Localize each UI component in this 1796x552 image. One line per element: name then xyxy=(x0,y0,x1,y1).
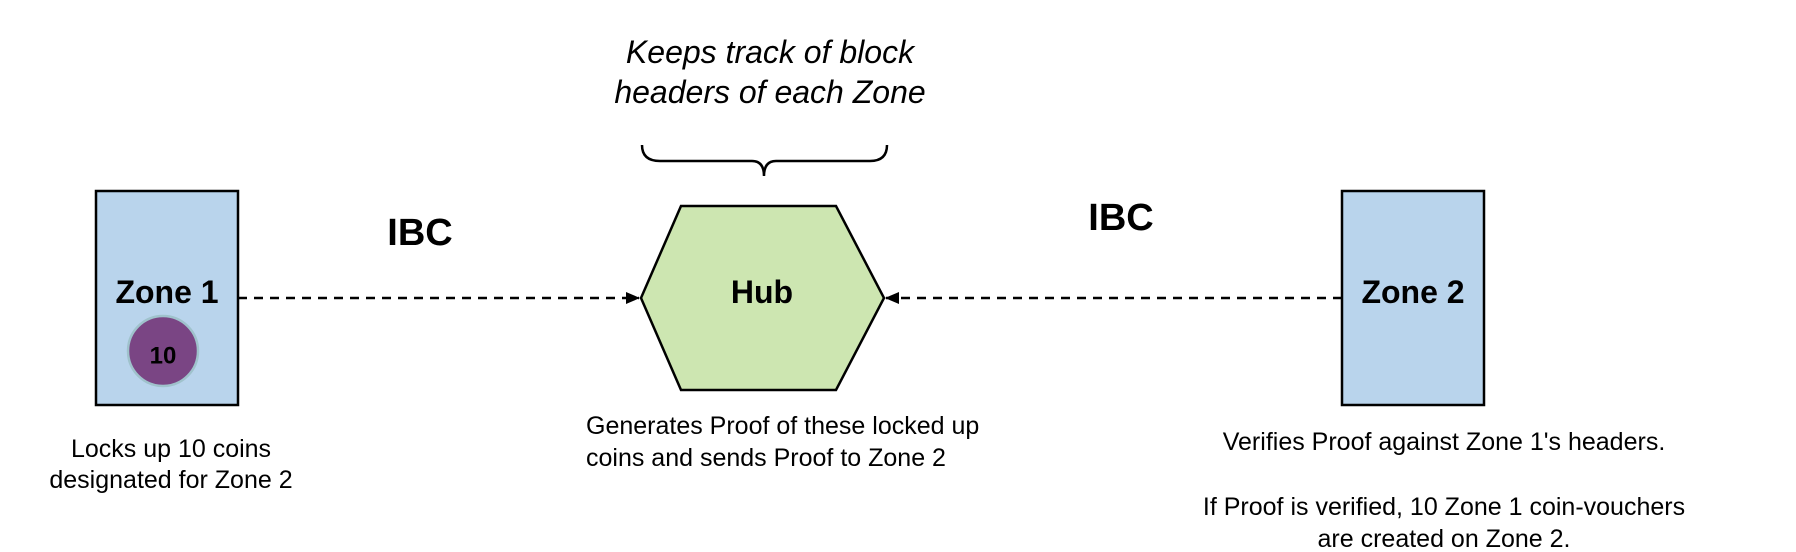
hub-hexagon xyxy=(639,204,886,392)
annotation-line-1: Keeps track of block xyxy=(626,34,916,70)
annotation-line-2: headers of each Zone xyxy=(614,74,925,110)
zone-1-caption-line-2: designated for Zone 2 xyxy=(49,466,292,494)
zone-1-label: Zone 1 xyxy=(115,274,218,310)
zone-2-label: Zone 2 xyxy=(1361,274,1464,310)
hub-caption-line-2: coins and sends Proof to Zone 2 xyxy=(586,444,946,472)
coin-icon xyxy=(126,314,200,388)
zone-2-box xyxy=(1340,189,1486,407)
ibc-right-label: IBC xyxy=(1088,197,1153,239)
hub-caption-line-1: Generates Proof of these locked up xyxy=(586,412,979,440)
curly-brace xyxy=(640,144,889,177)
zone-2-caption-line-3: are created on Zone 2. xyxy=(1318,525,1571,552)
zone-2-caption-line-2: If Proof is verified, 10 Zone 1 coin-vou… xyxy=(1203,493,1685,521)
zone-2-caption-line-1: Verifies Proof against Zone 1's headers. xyxy=(1223,428,1666,456)
hub-label: Hub xyxy=(731,274,793,310)
zone-1-caption-line-1: Locks up 10 coins xyxy=(71,435,271,463)
ibc-left-label: IBC xyxy=(387,212,452,254)
coin-count: 10 xyxy=(150,342,177,369)
